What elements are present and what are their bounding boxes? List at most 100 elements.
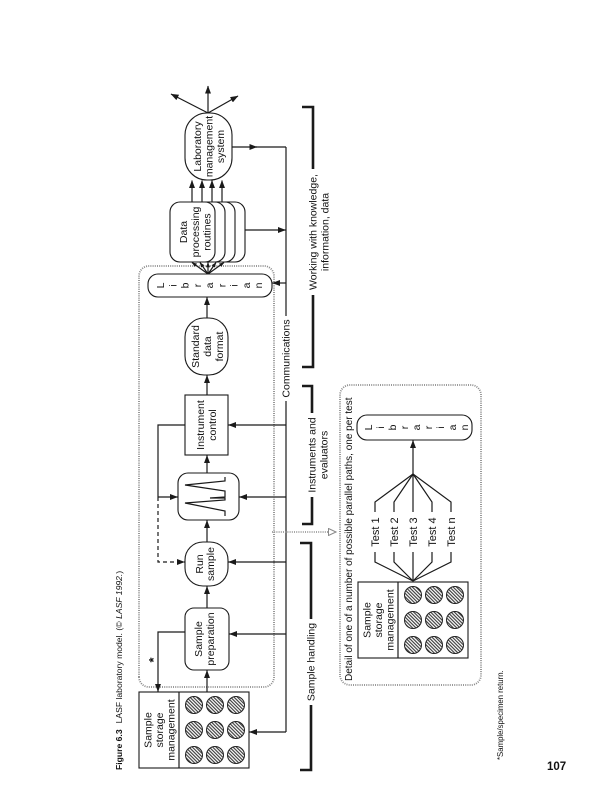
sample-vial-icon	[425, 611, 443, 629]
data-processing-routines-label: Data	[178, 221, 190, 243]
sample-vial-icon	[425, 636, 443, 654]
sample-vial-icon	[446, 636, 464, 654]
librarian-box	[147, 273, 273, 298]
librarian-letter: i	[167, 284, 179, 286]
detail-sample-storage-label: management	[385, 589, 397, 650]
sample-vial-icon	[227, 721, 245, 739]
sample-vial-icon	[206, 721, 224, 739]
sample-vial-icon	[227, 696, 245, 714]
test-label: Test n	[446, 517, 458, 546]
librarian-letter: i	[375, 426, 387, 428]
sample-vial-icon	[446, 611, 464, 629]
sample-vial-icon	[185, 721, 203, 739]
sample-vial-icon	[404, 611, 422, 629]
data-processing-routines-box	[169, 201, 216, 263]
detail-title: Detail of one of a number of possible pa…	[344, 397, 355, 681]
bracket-instruments	[302, 384, 314, 413]
instrument-control-label: Instrument	[195, 400, 207, 450]
page-number: 107	[547, 761, 567, 773]
sample-storage-label: management	[166, 699, 178, 760]
bracket-knowledge	[302, 105, 315, 169]
test-path-in	[412, 552, 452, 582]
arrow-sample-return	[155, 631, 185, 692]
sample-vial-icon	[404, 586, 422, 604]
sample-vial-icon	[446, 586, 464, 604]
dashed-arrow-control-to-run-sample	[157, 497, 185, 565]
librarian-letter: r	[192, 283, 204, 287]
test-path-out	[374, 473, 414, 512]
test-path: Test 1	[370, 473, 414, 582]
standard-data-format-label: data	[202, 336, 214, 357]
bracket-instruments	[302, 497, 314, 526]
lms-label: management	[204, 116, 216, 177]
bracket-sample-handling	[300, 705, 313, 772]
laboratory-management-system-node	[184, 112, 233, 181]
librarian-letter: r	[423, 425, 435, 429]
run-sample-label: sample	[205, 547, 217, 581]
run-sample-label: Run	[194, 554, 206, 573]
group-label-instruments: evaluators	[319, 431, 331, 479]
group-label-sample-handling: Sample handling	[306, 623, 318, 701]
test-path-in	[412, 552, 433, 582]
figure-caption: Figure 6.3 LASF laboratory model. (© LASF 1…	[114, 571, 124, 770]
sample-storage-label: storage	[154, 712, 166, 747]
arrow-librarian-to-routine	[207, 262, 225, 275]
copyright-close: )	[114, 571, 124, 574]
bracket-knowledge	[302, 295, 315, 369]
librarian-letter: L	[155, 282, 167, 288]
arrow-librarian-to-routine	[191, 262, 209, 275]
sample-vial-icon	[227, 746, 245, 764]
figure-number: Figure 6.3	[114, 729, 124, 770]
sample-preparation-box	[184, 607, 230, 671]
librarian-letter: a	[411, 424, 423, 430]
test-path-out	[393, 473, 414, 512]
standard-data-format-label: Standard	[190, 325, 202, 368]
data-processing-routines-label: routines	[202, 213, 214, 250]
librarian-letter: i	[229, 284, 241, 286]
librarian-letter: a	[447, 424, 459, 430]
sample-storage-label: Sample	[143, 712, 155, 748]
arrow-librarian-to-routine	[207, 262, 217, 275]
figure-title: LASF laboratory model.	[114, 633, 124, 723]
test-path-out	[412, 473, 433, 512]
sample-return-marker: *	[146, 657, 161, 663]
librarian-letter: i	[435, 426, 447, 428]
test-label: Test 3	[408, 517, 420, 546]
data-processing-routines-label: processing	[190, 206, 202, 257]
instrument-control-label: control	[207, 409, 219, 441]
arrow-lms-output	[207, 95, 239, 114]
librarian-letter: b	[180, 282, 192, 288]
group-label-instruments: Instruments and	[307, 417, 319, 492]
test-label: Test 4	[427, 517, 439, 546]
lms-label: system	[215, 130, 227, 164]
instrument-control-feedback-line	[157, 424, 185, 497]
test-path: Test 3	[408, 474, 420, 581]
detail-sample-vials-grid	[404, 586, 464, 654]
detail-sample-storage-label: storage	[373, 602, 385, 637]
sample-vial-icon	[404, 636, 422, 654]
test-path: Test 2	[389, 473, 414, 582]
sample-vial-icon	[185, 696, 203, 714]
detail-panel	[339, 384, 482, 686]
standard-data-format-node	[184, 317, 229, 376]
test-path-in	[393, 552, 414, 582]
librarian-letter: b	[387, 424, 399, 430]
detail-sample-storage-label: Sample	[362, 602, 374, 638]
chromatogram-icon	[184, 477, 226, 516]
figure-source: LASF 1992.	[114, 574, 124, 619]
arrow-lms-output	[170, 93, 209, 114]
communications-label: Communications	[281, 319, 293, 397]
librarian-letter: n	[253, 282, 265, 288]
librarian-letter: L	[363, 424, 375, 430]
group-label-knowledge: information, data	[320, 193, 332, 271]
sample-vial-icon	[206, 696, 224, 714]
standard-data-format-label: format	[214, 332, 226, 362]
sample-vial-icon	[425, 586, 443, 604]
bracket-sample-handling	[300, 541, 313, 619]
test-label: Test 1	[370, 517, 382, 546]
test-path-in	[374, 552, 414, 582]
copyright-open: (©	[114, 621, 124, 631]
test-label: Test 2	[389, 517, 401, 546]
